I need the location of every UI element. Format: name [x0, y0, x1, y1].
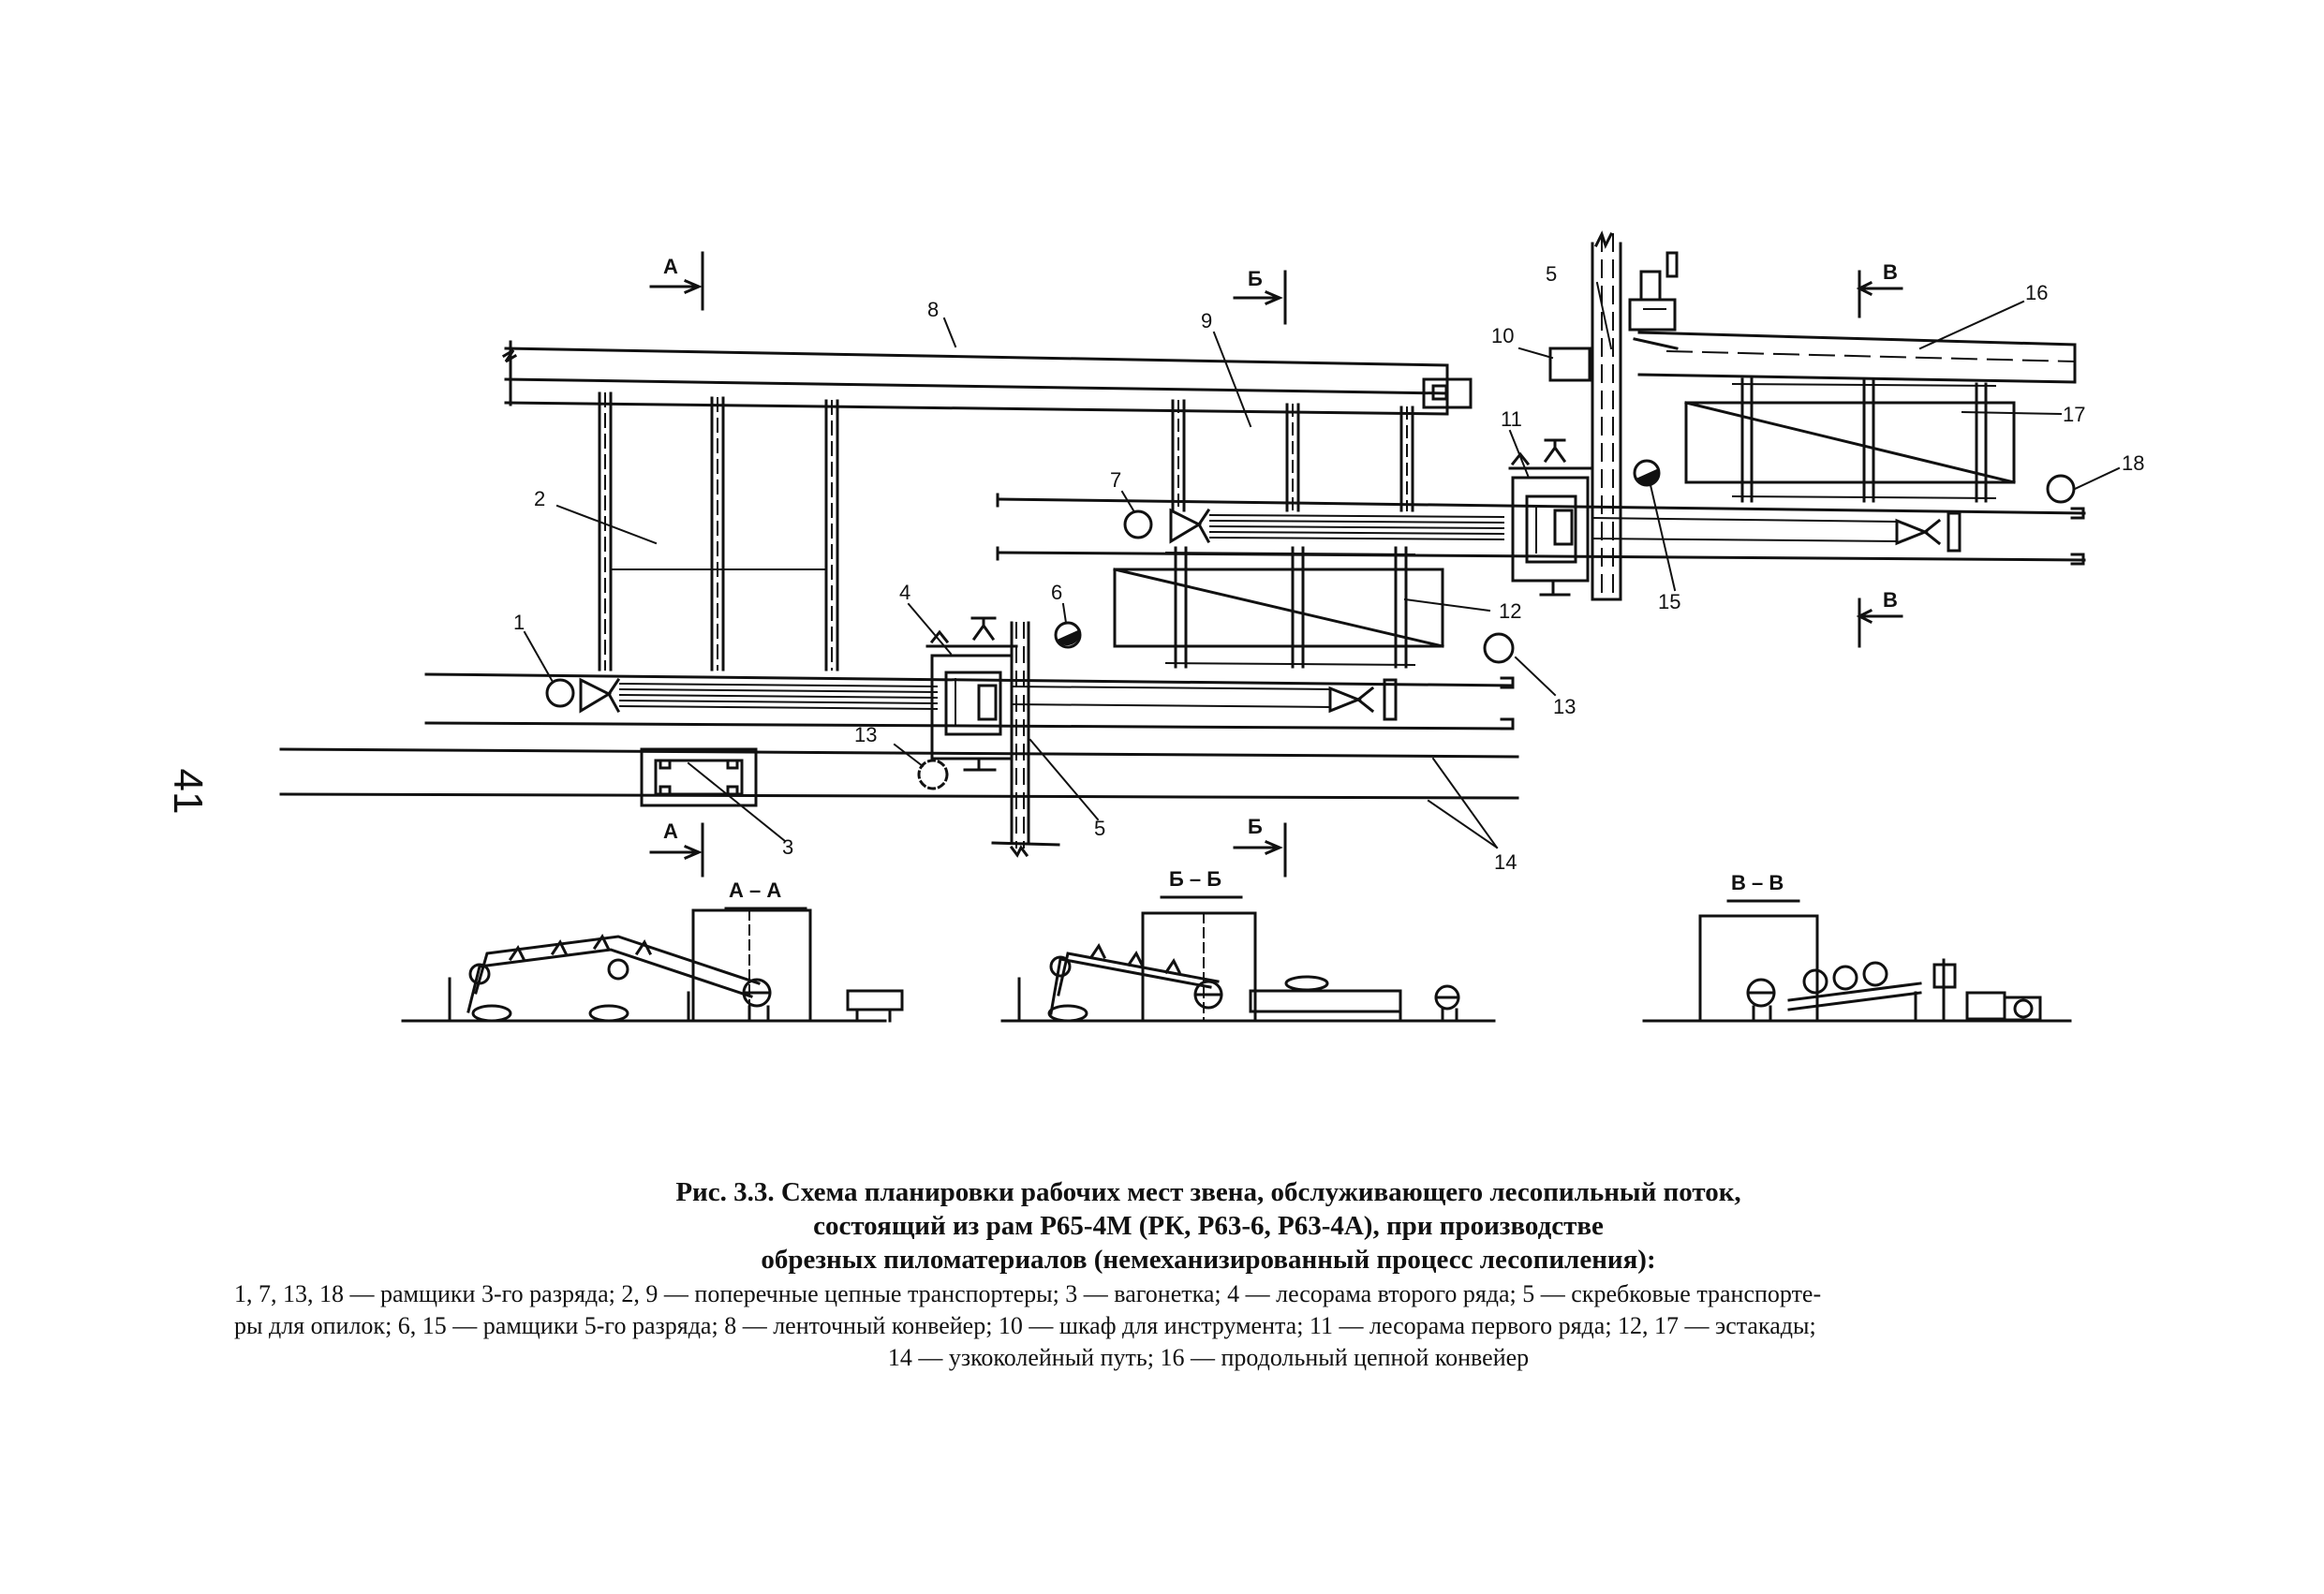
caption-legend-line-2: ры для опилок; 6, 15 — рамщики 5-го разр… — [234, 1312, 1816, 1339]
tool-cabinet-10 — [1548, 347, 1591, 382]
section-title-aa: А – А — [729, 878, 781, 902]
callout-11: 11 — [1501, 407, 1522, 431]
section-v-v — [1698, 899, 2042, 1023]
scraper-conveyor-5-upper — [1591, 230, 1622, 601]
callout-1: 1 — [513, 611, 525, 634]
lower-roller-line — [424, 672, 1515, 731]
caption-legend-line-1: 1, 7, 13, 18 — рамщики 3-го разряда; 2, … — [234, 1280, 1822, 1307]
section-marker-a-bottom: А — [663, 819, 678, 843]
trestle-12 — [1113, 546, 1444, 669]
section-title-vv: В – В — [1731, 871, 1784, 894]
operator-18 — [2046, 474, 2076, 504]
section-marker-a-top: А — [663, 255, 678, 278]
operator-1 — [545, 678, 575, 708]
section-marker-b-top: Б — [1248, 267, 1263, 290]
trolley-3 — [640, 747, 758, 807]
section-marker-v-top: В — [1883, 260, 1898, 284]
callout-5-lower: 5 — [1094, 817, 1105, 840]
callout-8: 8 — [927, 298, 939, 321]
callout-7: 7 — [1110, 468, 1121, 492]
callout-17: 17 — [2063, 403, 2085, 426]
operator-13 — [1483, 632, 1515, 664]
belt-conveyor-8 — [501, 340, 1473, 416]
section-marker-b-bottom: Б — [1248, 815, 1263, 838]
callout-18: 18 — [2122, 451, 2144, 475]
longitudinal-chain-conveyor-16 — [1628, 251, 2077, 384]
callout-9: 9 — [1201, 309, 1212, 332]
frame-saw-4 — [925, 616, 1018, 772]
section-markers — [649, 251, 1903, 878]
caption-legend: 1, 7, 13, 18 — рамщики 3-го разряда; 2, … — [234, 1278, 2183, 1374]
narrow-gauge-track-14 — [279, 747, 1519, 800]
section-title-bb: Б – Б — [1169, 867, 1221, 891]
callout-14: 14 — [1494, 850, 1517, 874]
callout-13: 13 — [1553, 695, 1576, 718]
scraper-conveyor-5-lower — [991, 621, 1060, 858]
callout-10: 10 — [1491, 324, 1514, 347]
caption-title-line-3: обрезных пиломатериалов (немеханизирован… — [761, 1245, 1656, 1275]
cross-chain-transporter-9 — [1171, 399, 1414, 512]
section-a-a — [448, 907, 904, 1023]
figure-caption: Рис. 3.3. Схема планировки рабочих мест … — [234, 1175, 2183, 1374]
callout-5-upper: 5 — [1546, 262, 1557, 286]
section-b-b — [1017, 895, 1460, 1023]
callout-labels: 1 2 3 4 5 5 6 7 8 9 10 11 12 13 13 14 15… — [513, 262, 2144, 874]
operator-7 — [1123, 509, 1153, 539]
upper-roller-line — [996, 493, 2086, 566]
callout-3: 3 — [782, 835, 793, 859]
callout-16: 16 — [2025, 281, 2048, 304]
callout-12: 12 — [1499, 599, 1521, 623]
operators — [545, 459, 2076, 790]
leader-lines — [523, 281, 2121, 849]
callout-15: 15 — [1658, 590, 1680, 613]
callout-13-alt: 13 — [854, 723, 877, 746]
callout-4: 4 — [899, 581, 910, 604]
callout-2: 2 — [534, 487, 545, 510]
page-number: 41 — [165, 768, 211, 815]
section-marker-labels: А А Б Б В В А – А Б – Б В – В — [663, 255, 1898, 902]
callout-6: 6 — [1051, 581, 1062, 604]
caption-title-line-2: состоящий из рам Р65-4М (РК, Р63-6, Р63-… — [813, 1211, 1604, 1241]
section-marker-v-bottom: В — [1883, 588, 1898, 612]
caption-title-line-1: Рис. 3.3. Схема планировки рабочих мест … — [675, 1177, 1741, 1207]
operator-13-alt — [917, 759, 949, 790]
trestle-17 — [1684, 377, 2016, 503]
cross-chain-transporter-2 — [598, 391, 839, 672]
caption-legend-line-3: 14 — узкоколейный путь; 16 — продольный … — [887, 1344, 1530, 1371]
